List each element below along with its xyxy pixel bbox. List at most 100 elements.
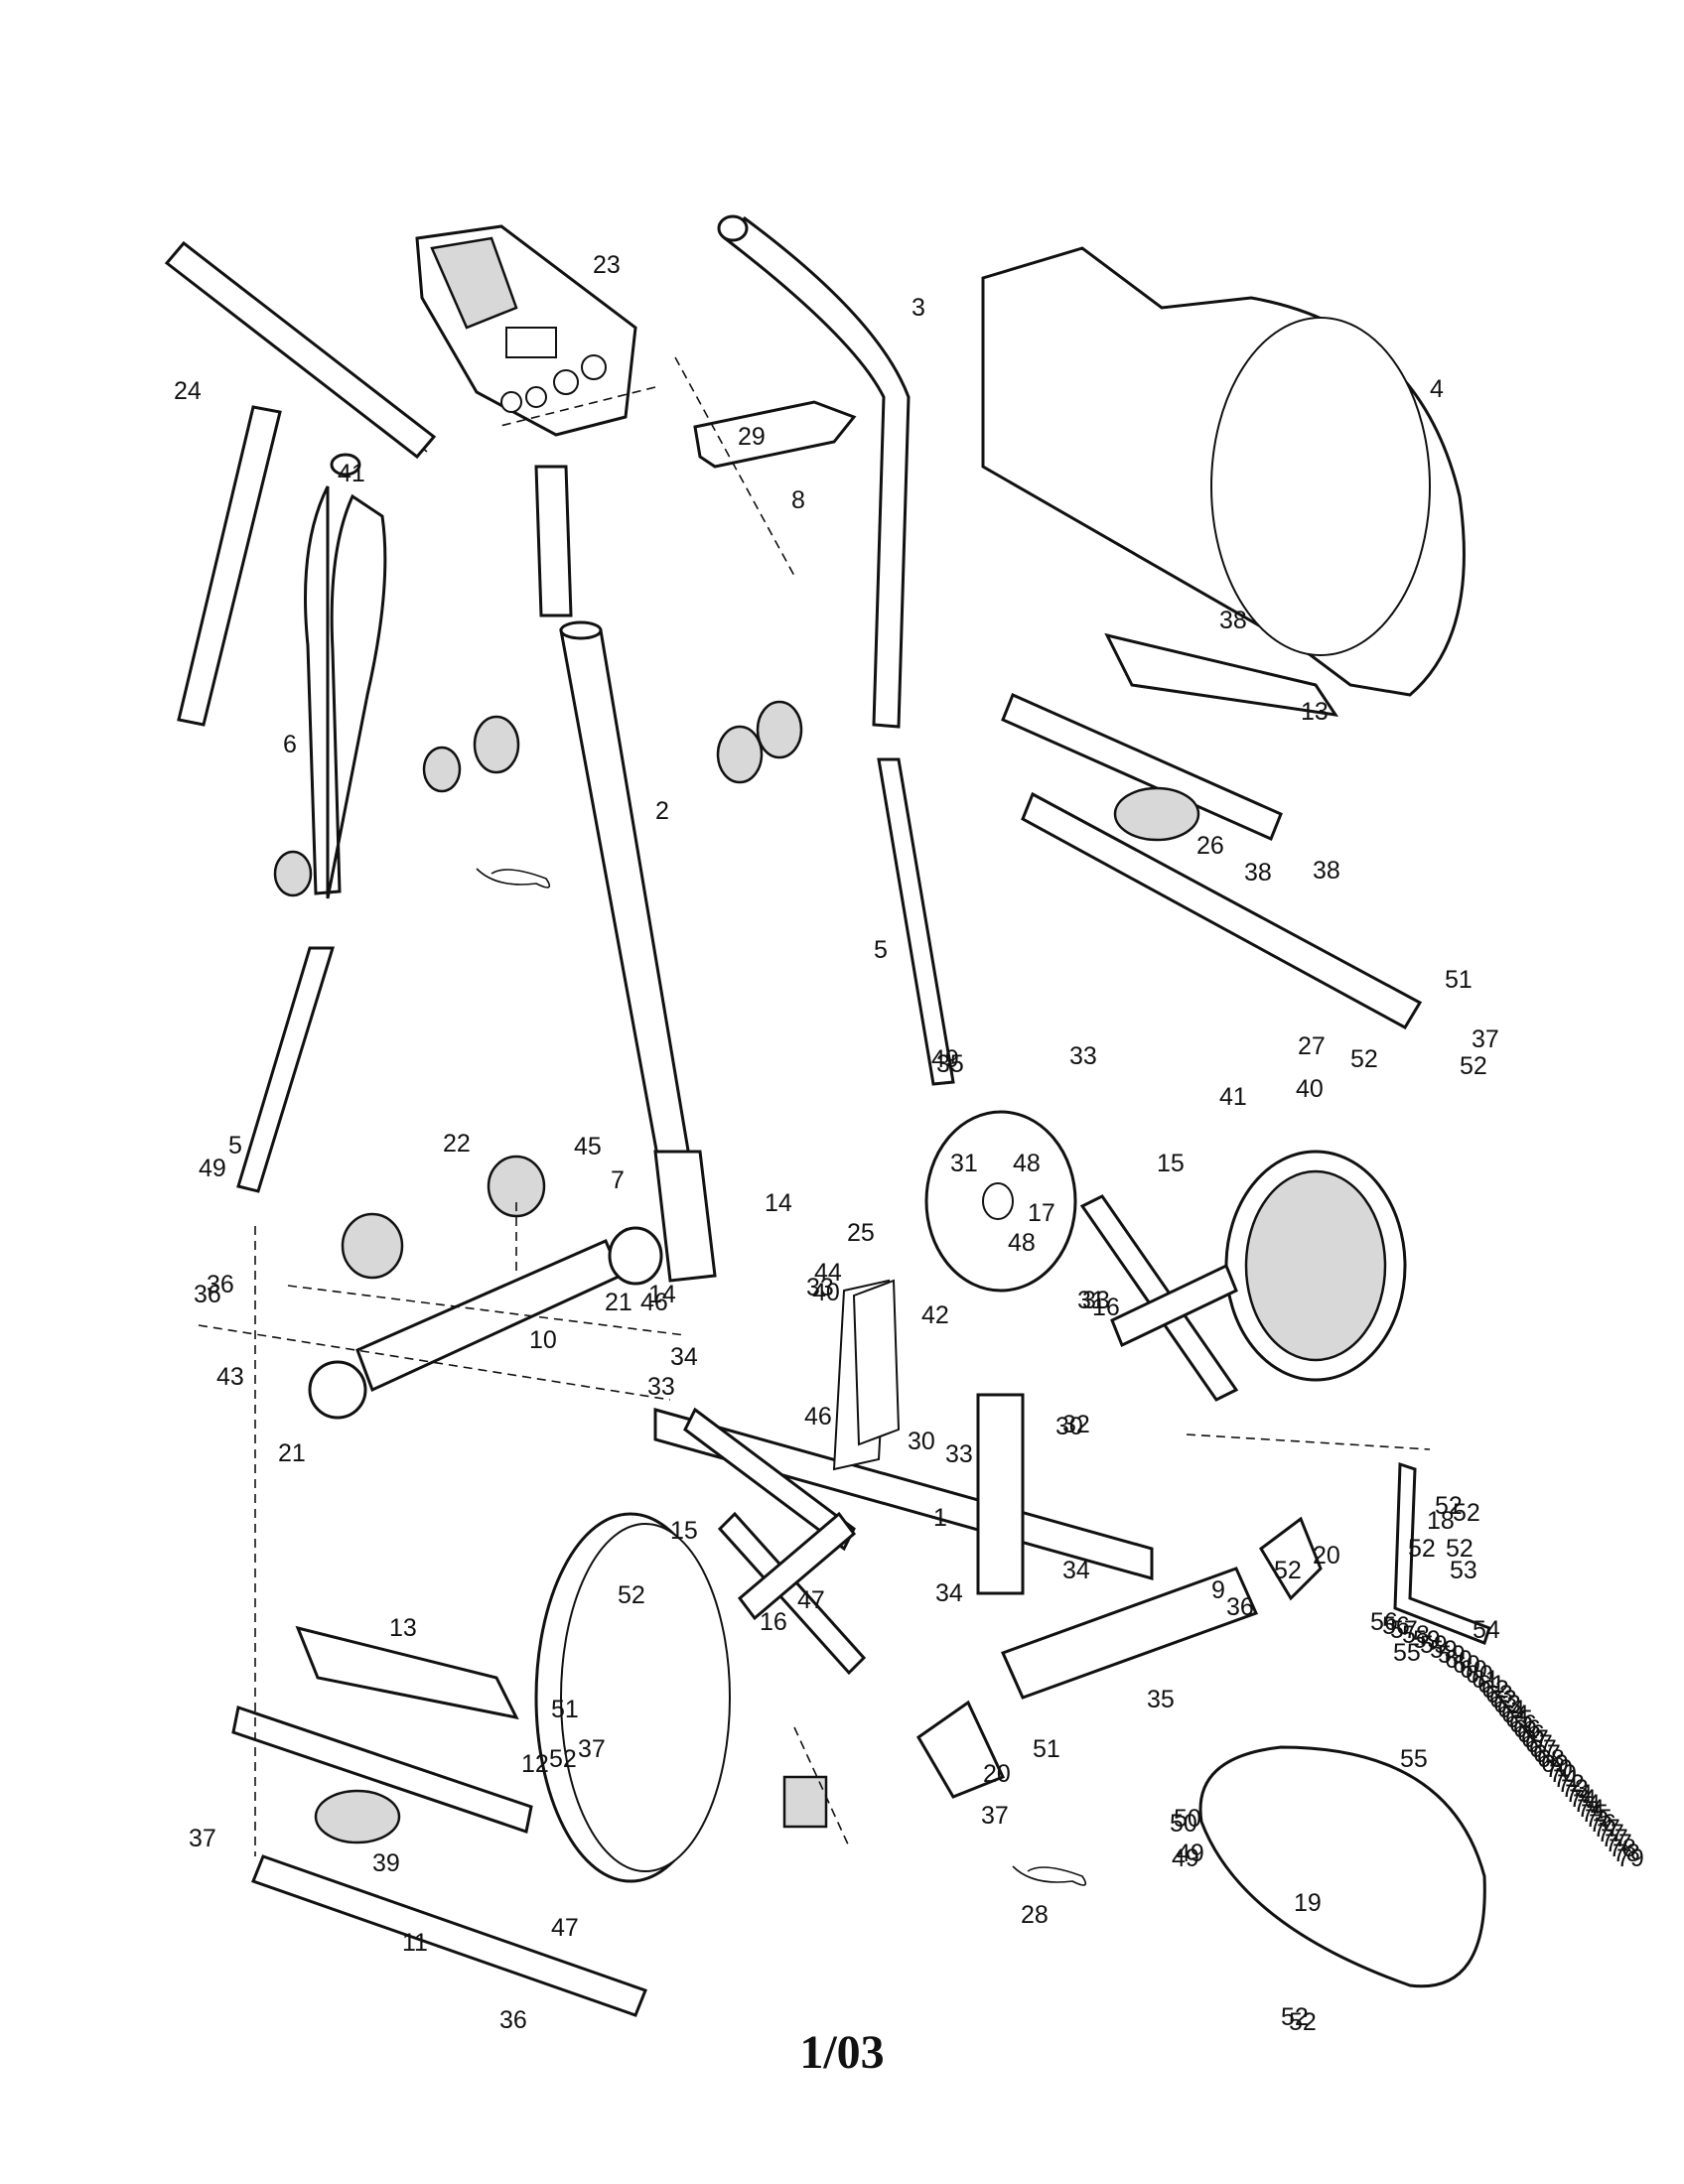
callout: 5 [874,936,888,964]
callout: 52 [1453,1499,1480,1527]
callout: 7 [611,1166,625,1194]
callout: 4 [1430,375,1444,403]
callout: 36 [1226,1593,1254,1621]
part-cables [476,868,1087,1886]
callout: 63 [1485,1681,1513,1708]
callout: 52 [1350,1045,1378,1073]
callout: 42 [921,1301,949,1329]
callout: 44 [814,1259,842,1287]
callout: 67 [1533,1740,1561,1768]
callout: 52 [1446,1535,1474,1563]
callout: 53 [1450,1557,1477,1584]
part-flywheel [924,1110,1077,1293]
callout: 52 [1289,2008,1317,2036]
callout: 30 [908,1428,935,1455]
callout: 52 [1435,1492,1463,1520]
callout: 35 [936,1050,964,1078]
part-rear-cross-tube [308,1226,663,1420]
callout: 9 [1211,1576,1225,1604]
callout: 48 [1013,1150,1041,1177]
callout: 59 [1413,1626,1441,1654]
callout: 10 [529,1326,557,1354]
callout: 67 [1521,1725,1549,1753]
part-handle-cover [693,400,857,469]
callout: 20 [1313,1542,1340,1570]
callout: 55 [1400,1745,1428,1773]
callout: 78 [1609,1835,1636,1862]
callout: 12 [521,1750,549,1778]
callout: 68 [1537,1745,1565,1773]
callout: 52 [1460,1052,1487,1080]
callout: 38 [1313,857,1340,885]
callout: 32 [1062,1411,1090,1438]
part-fan-wheel [1224,1150,1407,1382]
callout: 61 [1472,1666,1499,1694]
assembly-lines [198,356,1431,1856]
part-console [415,224,637,437]
callout: 46 [640,1289,668,1316]
callout: 75 [1581,1800,1609,1828]
callout: 21 [278,1439,306,1467]
callout: 33 [806,1274,834,1301]
callout: 65 [1505,1706,1533,1733]
callout: 75 [1585,1805,1613,1833]
callout: 52 [1408,1535,1436,1563]
callout: 40 [812,1279,840,1306]
callout: 70 [1545,1755,1573,1783]
callout: 63 [1493,1691,1521,1718]
part-upper-body-tubes [164,240,437,727]
callout: 51 [551,1696,579,1723]
part-side-disc [534,1512,731,1883]
callout: 60 [1466,1661,1493,1689]
callout: 46 [804,1403,832,1431]
callout: 61 [1477,1671,1505,1699]
callout: 50 [1170,1810,1197,1838]
callout: 63 [1489,1686,1517,1713]
callout: 20 [983,1760,1011,1788]
callout: 74 [1569,1785,1597,1813]
part-lower-arms [236,757,955,1193]
callout: 77 [1597,1820,1624,1847]
callout: 59 [1438,1641,1466,1669]
part-shroud [981,246,1466,697]
callout-labels: 1 2 3 4 5 5 6 7 8 9 10 11 12 13 13 14 14… [174,251,1644,2036]
callout: 37 [981,1802,1009,1830]
callout: 18 [1427,1507,1455,1535]
callout: 1 [933,1504,947,1532]
callout: 14 [648,1281,676,1308]
callout: 52 [549,1745,577,1773]
callout: 37 [189,1825,216,1852]
callout: 31 [950,1150,978,1177]
callout: 72 [1557,1770,1585,1798]
callout: 43 [216,1363,244,1391]
callout: 35 [1147,1686,1175,1713]
callout: 41 [338,460,365,487]
part-right-pedal-assembly [1001,632,1423,1030]
callout: 79 [1616,1844,1644,1872]
callout: 29 [738,423,766,451]
callout: 15 [1157,1150,1185,1177]
callout: 59 [1420,1631,1448,1659]
callout: 2 [655,797,669,825]
callout: 66 [1513,1715,1541,1743]
part-drive-belt [1198,1745,1486,1988]
callout: 36 [207,1271,234,1298]
callout: 27 [1298,1032,1326,1060]
callout: 74 [1573,1790,1601,1818]
callout: 23 [593,251,621,279]
callout: 38 [1219,607,1247,634]
callout: 52 [618,1581,645,1609]
callout: 48 [1008,1229,1036,1257]
callout: 64 [1497,1696,1525,1723]
callout: 49 [931,1045,959,1073]
callout: 36 [499,2006,527,2034]
callout: 71 [1553,1765,1581,1793]
callout: 37 [578,1735,606,1763]
callout: 24 [174,377,202,405]
page-mark: 1/03 [799,2026,885,2079]
callout: 13 [389,1614,417,1642]
callout: 73 [1561,1775,1589,1803]
callout: 58 [1402,1621,1430,1649]
callout: 30 [1055,1413,1083,1440]
